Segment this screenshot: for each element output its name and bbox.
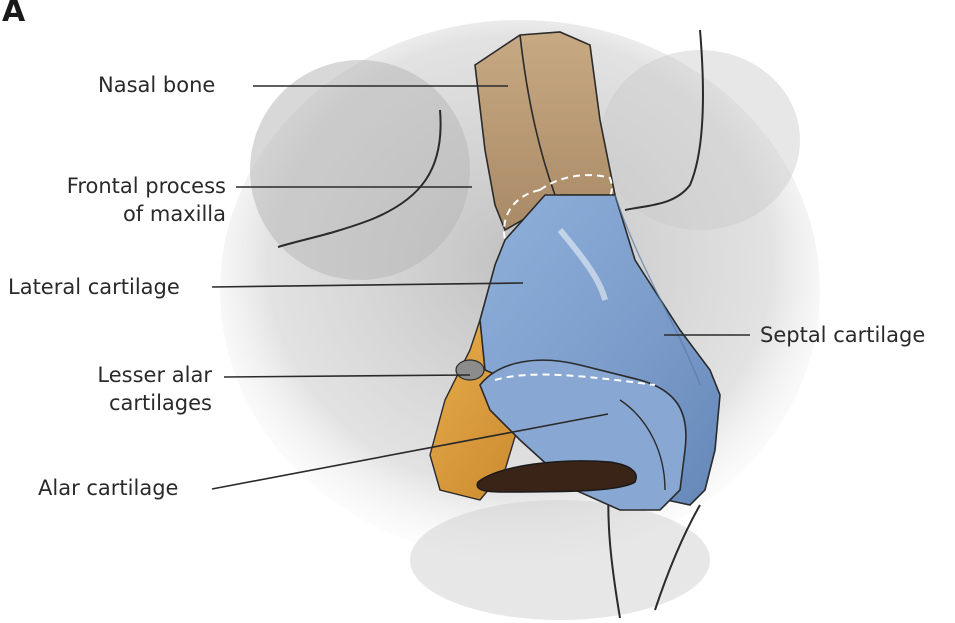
panel-letter: A — [2, 0, 25, 29]
label-lateral-cartilage: Lateral cartilage — [8, 273, 180, 301]
label-lesser-alar-line2: cartilages — [40, 389, 212, 417]
label-frontal-process-line2: of maxilla — [24, 200, 226, 228]
label-lesser-alar: Lesser alar cartilages — [40, 361, 212, 417]
label-alar-cartilage: Alar cartilage — [38, 474, 178, 502]
label-frontal-process: Frontal process of maxilla — [24, 172, 226, 228]
label-frontal-process-line1: Frontal process — [24, 172, 226, 200]
label-nasal-bone: Nasal bone — [98, 71, 215, 99]
label-septal-cartilage: Septal cartilage — [760, 321, 925, 349]
label-lesser-alar-line1: Lesser alar — [40, 361, 212, 389]
